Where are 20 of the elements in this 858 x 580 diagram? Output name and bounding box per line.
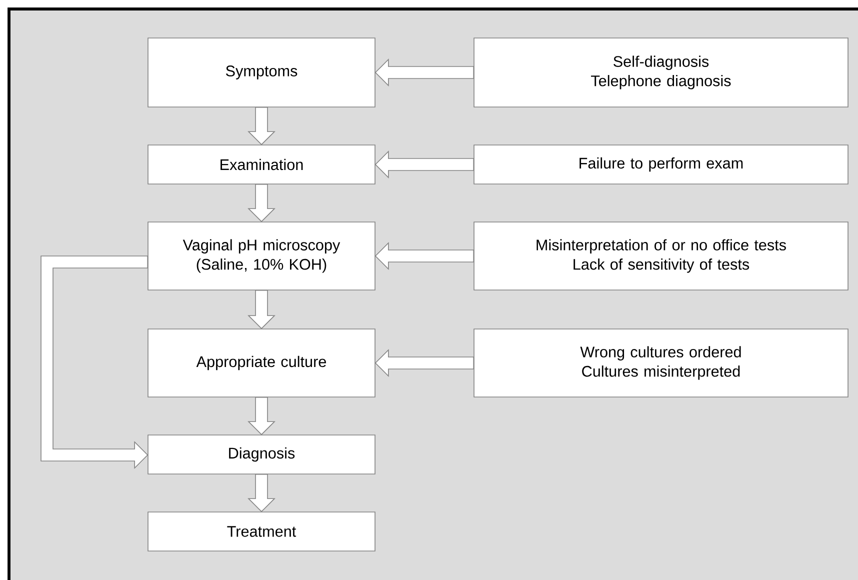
block-arrow — [248, 107, 276, 146]
process-box: Diagnosis — [148, 434, 376, 474]
block-arrow — [40, 256, 148, 469]
process-box: Treatment — [148, 512, 376, 552]
process-box: Self-diagnosis Telephone diagnosis — [474, 38, 848, 108]
process-box: Examination — [148, 144, 376, 184]
block-arrow — [248, 184, 276, 222]
process-box: Misinterpretation of or no office tests Lack of sensitivity of tests — [474, 222, 848, 290]
block-arrow — [248, 290, 276, 330]
block-arrow — [374, 150, 474, 178]
block-arrow — [374, 242, 474, 270]
process-box: Vaginal pH microscopy (Saline, 10% KOH) — [148, 222, 376, 290]
process-box: Appropriate culture — [148, 328, 376, 398]
process-box: Failure to perform exam — [474, 144, 848, 184]
block-arrow — [374, 349, 474, 377]
block-arrow — [374, 58, 474, 86]
block-arrow — [248, 474, 276, 512]
process-box: Symptoms — [148, 38, 376, 108]
block-arrow — [248, 397, 276, 436]
process-box: Wrong cultures ordered Cultures misinterpreted — [474, 328, 848, 398]
